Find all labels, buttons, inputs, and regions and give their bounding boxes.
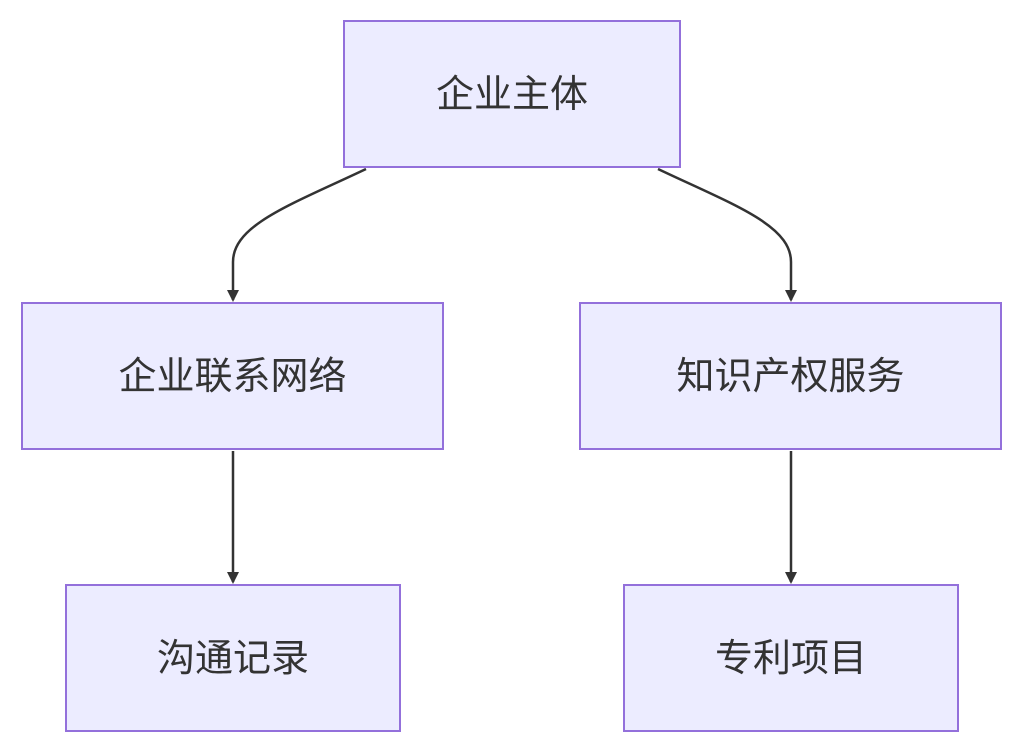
edge-root-to-left <box>227 167 367 302</box>
node-label: 知识产权服务 <box>676 354 905 398</box>
node-label: 企业联系网络 <box>118 354 347 398</box>
node-ip-services: 知识产权服务 <box>579 302 1002 450</box>
node-enterprise-contact-network: 企业联系网络 <box>21 302 444 450</box>
node-label: 企业主体 <box>435 72 588 116</box>
node-communication-records: 沟通记录 <box>65 584 401 732</box>
node-patent-projects: 专利项目 <box>623 584 959 732</box>
node-label: 沟通记录 <box>156 636 309 680</box>
edge-root-to-right <box>657 167 797 302</box>
node-enterprise-entity: 企业主体 <box>343 20 681 168</box>
node-label: 专利项目 <box>714 636 867 680</box>
